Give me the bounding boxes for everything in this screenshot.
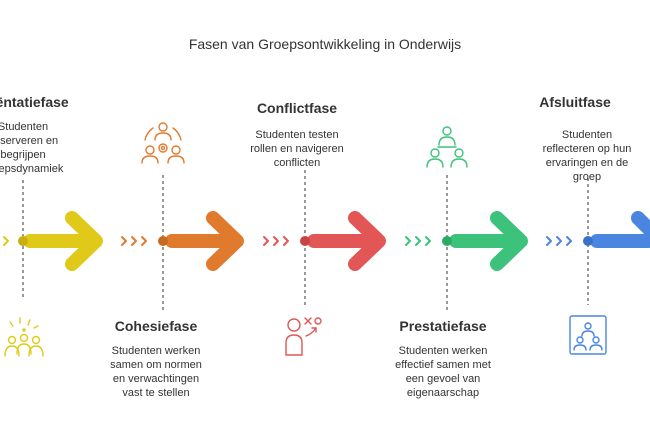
stage-4-title: Prestatiefase (399, 318, 487, 334)
stage-1-description: Studenten observeren en begrijpen groeps… (0, 121, 64, 175)
stage-5-arrowhead (631, 211, 650, 240)
celebrating-group-icon (4, 317, 44, 357)
stage-3-arrow-group (263, 211, 386, 271)
stage-4-dot (442, 236, 452, 246)
stage-1-arrowhead (65, 211, 103, 271)
stage-5-dot (583, 236, 593, 246)
stage-2-arrow-group (121, 211, 244, 271)
chevron-icon (405, 236, 411, 246)
stage-3-title: Conflictfase (256, 100, 338, 116)
diagram-title: Fasen van Groepsontwikkeling in Onderwij… (188, 36, 462, 52)
stage-3-arrowhead (348, 211, 386, 271)
stage-2-dot (158, 236, 168, 246)
stage-4-arrow-group (405, 211, 528, 271)
chevron-icon (131, 236, 137, 246)
chevron-icon (546, 236, 552, 246)
stage-1-title: Oriëntatiefase (0, 94, 69, 110)
chevron-icon (425, 236, 431, 246)
chevron-icon (273, 236, 279, 246)
stage-5-description: Studenten reflecteren op hun ervaringen … (542, 129, 632, 183)
stage-1-dot (18, 236, 28, 246)
strategy-person-icon (285, 317, 322, 356)
chevron-icon (263, 236, 269, 246)
stage-1-arrow-group (3, 211, 103, 271)
stage-5-title: Afsluitfase (539, 94, 611, 110)
stage-4-description: Studenten werken effectief samen met een… (395, 345, 491, 399)
chevron-icon (121, 236, 127, 246)
stage-5-arrow-group (546, 211, 650, 248)
chevron-icon (141, 236, 147, 246)
chevron-icon (283, 236, 289, 246)
collaboration-icon (426, 126, 468, 168)
chevron-icon (415, 236, 421, 246)
chevron-icon (556, 236, 562, 246)
stage-3-dot (300, 236, 310, 246)
stage-2-description: Studenten werken samen om normen en verw… (110, 345, 202, 399)
stage-2-title: Cohesiefase (114, 318, 198, 334)
stage-2-arrowhead (206, 211, 244, 271)
group-portrait-icon (569, 315, 607, 355)
stage-3-description: Studenten testen rollen en navigeren con… (250, 129, 344, 169)
chevron-icon (3, 236, 9, 246)
stage-4-arrowhead (490, 211, 528, 271)
chevron-icon (566, 236, 572, 246)
team-gear-icon (141, 122, 185, 164)
